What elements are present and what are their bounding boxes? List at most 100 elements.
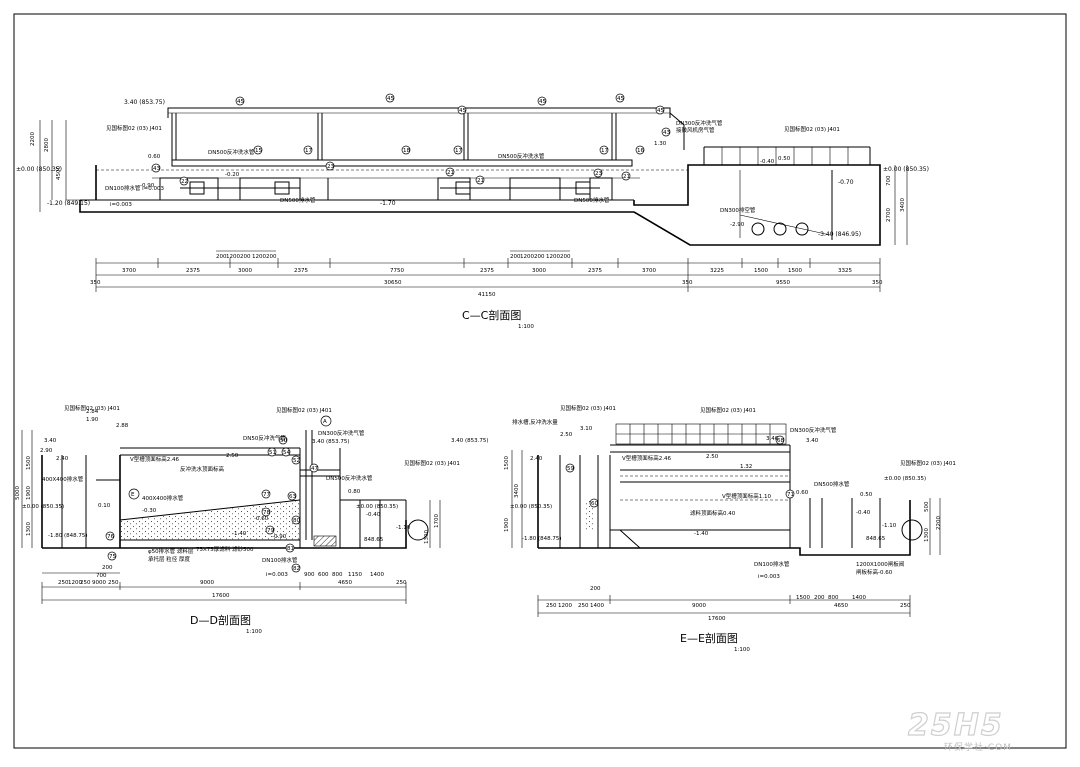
- cc-pipe-dn300-inner: DN300排空管: [720, 206, 756, 214]
- dd-lv-19: 3.40 (853.75): [312, 439, 350, 445]
- cc-rvdim-2: 3400: [900, 198, 906, 212]
- dd-bubble-E: E: [131, 492, 135, 498]
- ee-title: E—E剖面图: [680, 631, 738, 645]
- dd-filter-level: 反冲洗水顶面标高: [180, 465, 225, 473]
- ee-lv-6: 1.32: [740, 464, 752, 470]
- ee-lv-18: 3.46: [766, 436, 779, 442]
- dd-lv-1: 1.90: [86, 417, 99, 423]
- cc-dtl-0: 200: [216, 254, 227, 260]
- ee-vdim-2: 1900: [504, 518, 510, 532]
- cc-bubble-19: 43: [663, 130, 670, 136]
- dd-lv-14: 0.80: [348, 489, 361, 495]
- ee-total: 17600: [708, 616, 726, 622]
- cc-dtr-1: 1200: [520, 254, 534, 260]
- cc-rvdim-1: 2700: [886, 208, 892, 222]
- dd-drain-note: DN100排水管: [262, 556, 298, 564]
- dd-gallery2: 400X400排水管: [142, 494, 184, 502]
- watermark: 25H5 环保学社·COM: [907, 707, 1012, 753]
- cc-texts: 3.40 (853.75) ±0.00 (850.35) ±0.00 (850.…: [16, 96, 929, 330]
- dd-dmid: 4650: [338, 580, 352, 586]
- cc-level-left: ±0.00 (850.35): [16, 166, 62, 173]
- ee-lv-14: -1.10: [882, 523, 897, 529]
- cc-sum-2: 350: [682, 280, 693, 286]
- ee-dr-1: 1200: [558, 603, 572, 609]
- cc-level-right: ±0.00 (850.35): [883, 166, 929, 173]
- ee-valve-note2: 闸板标高-0.60: [856, 568, 893, 576]
- watermark-site: 环保学社·COM: [944, 741, 1012, 753]
- ee-stair-ref-mid: 见国标图02 (03) J401: [700, 406, 756, 414]
- dd-ds-3: 250: [108, 580, 119, 586]
- cc-dtr-3: 1200: [546, 254, 560, 260]
- dd-vdim-2: 5000: [15, 486, 21, 500]
- dd-bubble-12: 81: [287, 546, 294, 552]
- cc-bubble-5: 45: [657, 108, 664, 114]
- cc-sum-3: 9550: [776, 280, 790, 286]
- dd-dr-6: 800: [332, 572, 343, 578]
- ee-bubble-3: 68: [777, 438, 784, 444]
- dd-dr-9: 250: [396, 580, 407, 586]
- cc-pipe-drain: DN500排水管: [280, 196, 316, 204]
- cc-level-bottom-left: -1.20 (849.15): [47, 200, 90, 207]
- ee-lv-16: ±0.00 (850.35): [884, 476, 926, 482]
- cc-bubble-2: 45: [539, 99, 546, 105]
- dd-rvdim-0: 1700: [434, 514, 440, 528]
- cc-bubble-12: 43: [153, 166, 160, 172]
- cc-bubble-9: 17: [455, 148, 462, 154]
- ee-dr-4: 9000: [692, 603, 706, 609]
- dd-dr-3: 9000: [200, 580, 214, 586]
- dd-gravel-1: φ50排水管 滤料层: [148, 547, 194, 555]
- cc-dim-11: 1500: [788, 268, 802, 274]
- cc-dim-12: 3325: [838, 268, 852, 274]
- ee-bubble-0: 59: [567, 466, 574, 472]
- dd-ds-0: 200: [102, 565, 113, 571]
- cc-bubble-17: 23: [595, 171, 602, 177]
- sheet-border: [13, 13, 1067, 749]
- ee-lv-4: 2.50: [706, 454, 719, 460]
- cc-pipe-dn500-b: DN500反冲洗水管: [498, 152, 545, 160]
- dd-lv-8: 0.10: [98, 503, 111, 509]
- cc-bubble-11: 16: [637, 148, 644, 154]
- dd-bubble-8: 79: [267, 528, 274, 534]
- ee-lv-1: 2.50: [560, 432, 573, 438]
- ee-lv-2: 3.10: [580, 426, 593, 432]
- dd-texts: 见国标图02 (03) J401 见国标图02 (03) J401 见国标图02…: [15, 404, 460, 635]
- dd-bubble-2: 51: [269, 450, 276, 456]
- dd-dr-8: 1400: [370, 572, 384, 578]
- dd-dr-4: 900: [304, 572, 315, 578]
- cc-level-right-low: -3.40 (846.95): [818, 231, 861, 238]
- cc-dim-10: 1500: [754, 268, 768, 274]
- ee-dr-6: 200: [814, 595, 825, 601]
- ee-bubble-1: 60: [591, 501, 598, 507]
- section-dd: [21, 415, 441, 604]
- cc-pipe-drain2: DN500排水管: [574, 196, 610, 204]
- ee-water-level: V型槽顶面标高2.46: [622, 454, 672, 462]
- ee-lv-13: -0.40: [856, 510, 871, 516]
- ee-lv-17: 3.40: [806, 438, 819, 444]
- ee-lv-15: 848.65: [866, 536, 886, 542]
- cc-dtr-2: 200: [534, 254, 545, 260]
- ee-rvdim-1: 1300: [924, 528, 930, 542]
- dd-lv-0: 2.84: [86, 409, 99, 415]
- dd-vdim-1: 1900: [26, 486, 32, 500]
- dd-lv-9: -0.30: [142, 508, 157, 514]
- dd-lv-18: 848.65: [364, 537, 384, 543]
- dd-dr-7: 1150: [348, 572, 362, 578]
- cc-dtr-0: 200: [510, 254, 521, 260]
- ee-dr-9: 250: [900, 603, 911, 609]
- dd-ds-1: 700: [96, 573, 107, 579]
- dd-vdim-0: 1500: [26, 456, 32, 470]
- cc-bubble-18: 21: [623, 174, 630, 180]
- dd-bubble-7: 78: [263, 510, 270, 516]
- dd-title: D—D剖面图: [190, 613, 251, 627]
- ee-dr-8: 1400: [852, 595, 866, 601]
- cc-dim-0: 3700: [122, 268, 136, 274]
- dd-bubble-A: A: [323, 419, 327, 425]
- cc-bubble-16: 21: [477, 178, 484, 184]
- dd-stair-ref: 见国标图02 (03) J401: [64, 404, 120, 412]
- dd-pipe-dn500: DN500反冲洗水管: [326, 474, 373, 482]
- ee-lv-7: -1.40: [694, 531, 709, 537]
- cc-drain-label: DN100排水管 i=0.003: [105, 184, 164, 192]
- cc-dim-4: 7750: [390, 268, 404, 274]
- dd-lv-4: 2.90: [40, 448, 53, 454]
